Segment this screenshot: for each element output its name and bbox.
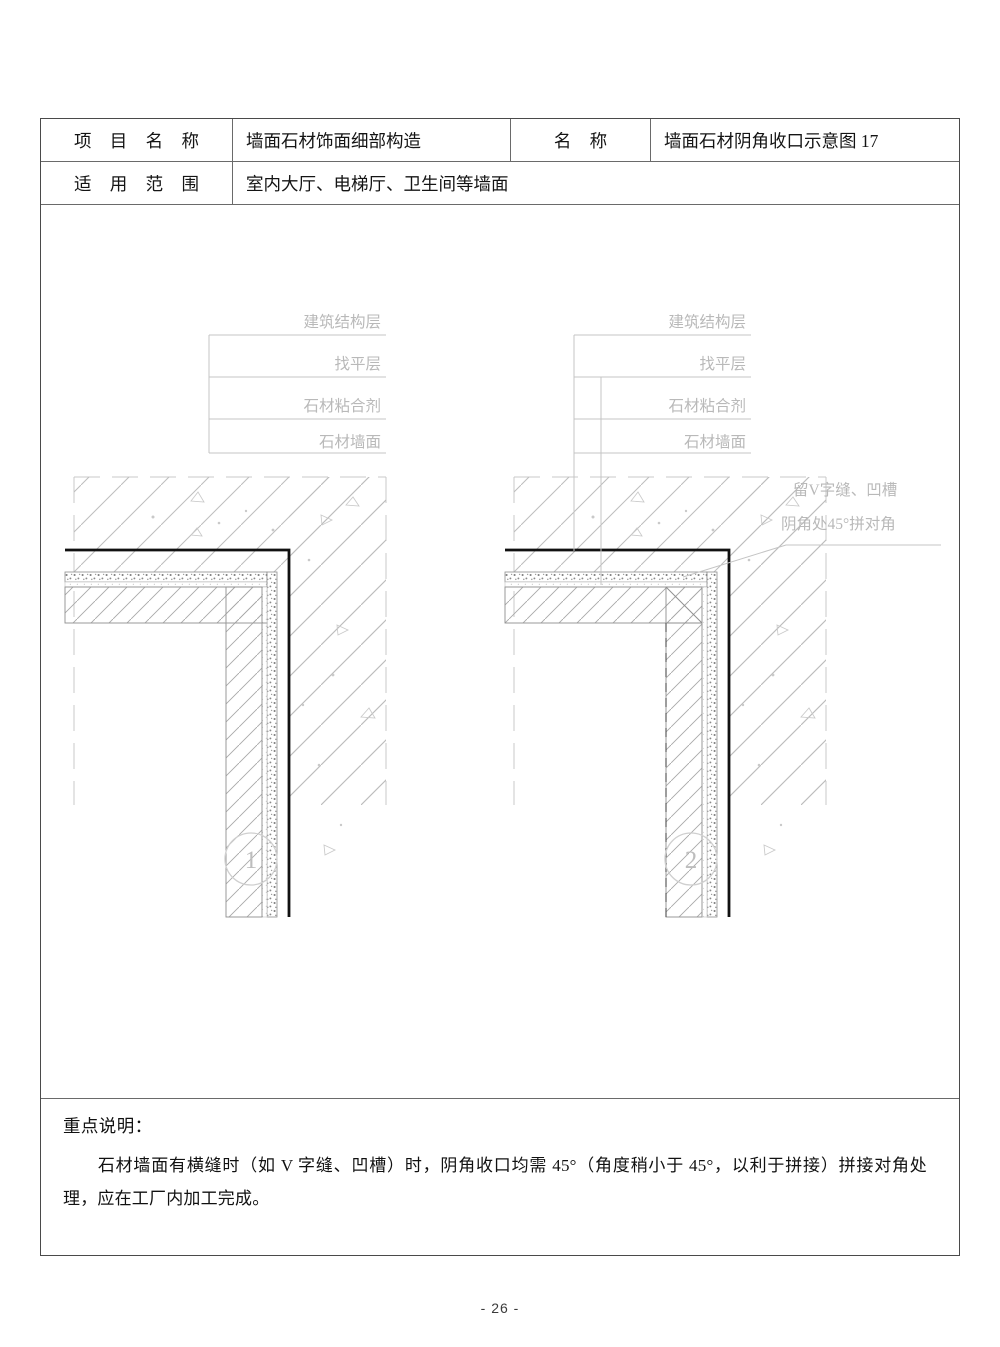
- left-bubble-number: 1: [245, 847, 258, 874]
- right-leader-lines: [573, 334, 751, 585]
- left-vertical-stone-assembly: [225, 571, 278, 918]
- right-concrete-specks: [591, 509, 783, 827]
- left-annotation-labels: 建筑结构层 找平层 石材粘合剂 石材墙面: [303, 313, 381, 451]
- detail-name-value: 墙面石材阴角收口示意图 17: [664, 130, 879, 151]
- left-concrete-marks: [190, 491, 376, 856]
- left-detail-bubble: 1: [224, 832, 278, 886]
- page-number: - 26 -: [480, 1300, 520, 1316]
- right-concrete-marks: [630, 491, 816, 856]
- left-structure-layer: [74, 477, 386, 805]
- right-structure-layer: [514, 477, 826, 805]
- left-anno-1: 找平层: [334, 355, 381, 373]
- header-row-scope: 适 用 范 围 室内大厅、电梯厅、卫生间等墙面: [41, 162, 959, 205]
- right-anno-1: 找平层: [699, 355, 746, 373]
- right-vertical-stone-assembly: [665, 571, 718, 918]
- mitre-callout-leader: [682, 544, 941, 578]
- note-body: 石材墙面有横缝时（如 V 字缝、凹槽）时，阴角收口均需 45°（角度稍小于 45…: [63, 1156, 927, 1209]
- mitre-callout-labels: 留V字缝、凹槽 阴角处45°拼对角: [781, 481, 897, 533]
- right-bubble-number: 2: [685, 847, 698, 874]
- callout-line-2: 阴角处45°拼对角: [781, 515, 896, 533]
- right-detail-group: [504, 476, 827, 918]
- right-anno-3: 石材墙面: [684, 433, 746, 451]
- project-name-value: 墙面石材饰面细部构造: [233, 119, 511, 161]
- callout-line-1: 留V字缝、凹槽: [793, 481, 897, 499]
- scope-label: 适 用 范 围: [41, 162, 233, 204]
- right-detail-bubble: 2: [664, 832, 718, 886]
- right-wall-boundary: [505, 548, 731, 917]
- left-butt-joint: [225, 587, 267, 624]
- detail-name-label: 名 称: [511, 119, 651, 161]
- right-annotation-labels: 建筑结构层 找平层 石材粘合剂 石材墙面: [668, 313, 746, 451]
- drawing-area: 建筑结构层 找平层 石材粘合剂 石材墙面 建筑结构层 找平层 石材粘合剂 石材墙…: [41, 205, 959, 1099]
- left-anno-2: 石材粘合剂: [303, 397, 381, 415]
- right-anno-2: 石材粘合剂: [668, 397, 746, 415]
- right-anno-0: 建筑结构层: [668, 313, 746, 331]
- header-row-project: 项 目 名 称 墙面石材饰面细部构造 名 称 墙面石材阴角收口示意图 17: [41, 119, 959, 162]
- detail-drawings-svg: 建筑结构层 找平层 石材粘合剂 石材墙面 建筑结构层 找平层 石材粘合剂 石材墙…: [64, 313, 941, 918]
- left-leader-lines: [208, 334, 386, 454]
- left-wall-boundary: [65, 548, 291, 917]
- project-name-label: 项 目 名 称: [41, 119, 233, 161]
- right-mitre-cut-line: [665, 586, 703, 624]
- left-detail-group: [64, 476, 387, 918]
- left-anno-3: 石材墙面: [319, 433, 381, 451]
- scope-value: 室内大厅、电梯厅、卫生间等墙面: [246, 173, 509, 194]
- drawing-sheet: 项 目 名 称 墙面石材饰面细部构造 名 称 墙面石材阴角收口示意图 17 适 …: [40, 118, 960, 1256]
- left-concrete-specks: [151, 509, 343, 827]
- note-title: 重点说明：: [63, 1116, 153, 1136]
- note-block: 重点说明： 石材墙面有横缝时（如 V 字缝、凹槽）时，阴角收口均需 45°（角度…: [41, 1099, 959, 1257]
- left-anno-0: 建筑结构层: [303, 313, 381, 331]
